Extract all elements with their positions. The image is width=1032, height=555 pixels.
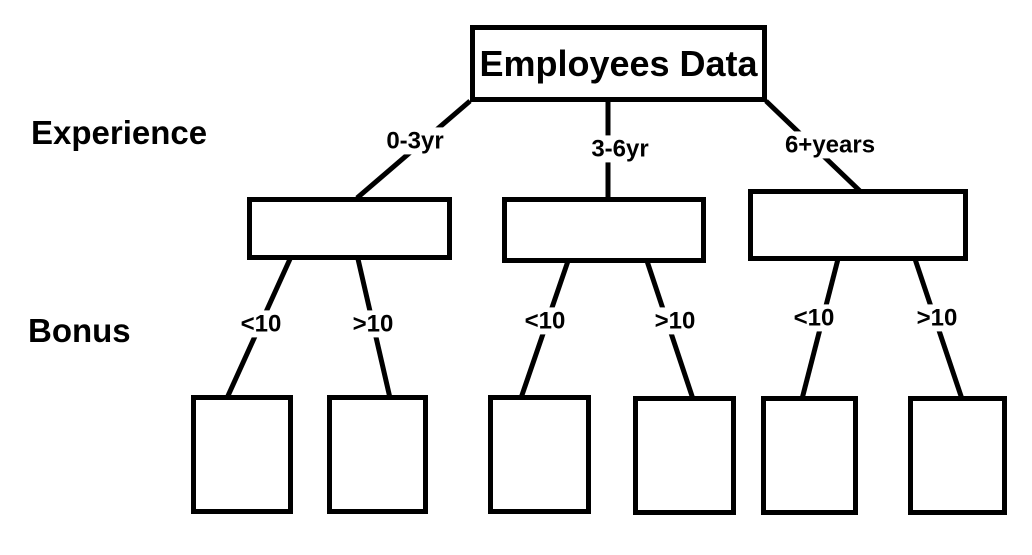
bonus-edge-label-gt10-left: >10	[348, 310, 398, 338]
leaf-node-2	[327, 395, 428, 514]
edge-label-0-3yr: 0-3yr	[382, 127, 448, 155]
experience-row-label: Experience	[31, 114, 208, 151]
bonus-edge-label-lt10-middle: <10	[520, 307, 570, 335]
root-node-label: Employees Data	[479, 42, 758, 84]
edge-label-6plus-years: 6+years	[780, 131, 880, 159]
experience-node-3-6yr	[502, 197, 706, 263]
bonus-edge-label-gt10-middle: >10	[650, 307, 700, 335]
experience-node-6plus-years	[748, 189, 968, 261]
leaf-node-6	[908, 396, 1007, 515]
bonus-edge-label-lt10-right: <10	[789, 304, 839, 332]
experience-node-0-3yr	[247, 197, 452, 260]
leaf-node-3	[488, 395, 591, 514]
leaf-node-1	[191, 395, 293, 514]
bonus-row-label: Bonus	[28, 312, 131, 349]
edge-label-3-6yr: 3-6yr	[587, 135, 653, 163]
leaf-node-4	[633, 396, 736, 515]
bonus-edge-label-lt10-left: <10	[236, 310, 286, 338]
root-node: Employees Data	[470, 25, 767, 102]
leaf-node-5	[761, 396, 858, 515]
bonus-edge-label-gt10-right: >10	[912, 304, 962, 332]
